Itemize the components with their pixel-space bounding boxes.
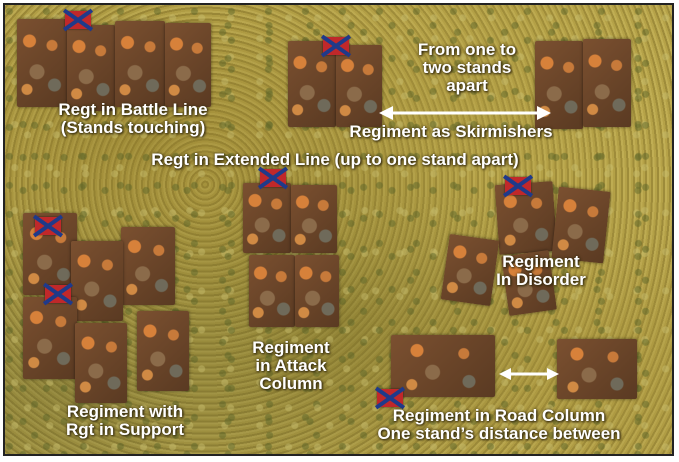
label-disorder-line1: Regiment bbox=[502, 252, 580, 271]
label-battle-line: Regt in Battle Line (Stands touching) bbox=[33, 101, 233, 137]
stand-skirmish-1 bbox=[288, 41, 336, 127]
flag-icon bbox=[377, 389, 403, 407]
stand-road-2 bbox=[557, 339, 637, 399]
stand-attack-1 bbox=[243, 183, 291, 253]
label-extended-line: Regt in Extended Line (up to one stand a… bbox=[151, 150, 519, 169]
label-road-column: Regiment in Road Column One stand’s dist… bbox=[339, 407, 659, 443]
stand-support-2 bbox=[121, 227, 175, 305]
stand-support-3 bbox=[71, 241, 123, 321]
stand-skirmish-2 bbox=[336, 45, 382, 127]
flag-icon bbox=[260, 169, 286, 187]
label-support-line1: Regiment with bbox=[66, 402, 184, 421]
flag-icon bbox=[65, 11, 91, 29]
label-road-column-line2: One stand’s distance between bbox=[377, 424, 621, 443]
stand-attack-3 bbox=[249, 255, 295, 327]
flag-icon bbox=[35, 217, 61, 235]
label-disorder-line2: In Disorder bbox=[496, 270, 586, 289]
stand-battle-line-1 bbox=[17, 19, 67, 107]
stand-support-6 bbox=[137, 311, 189, 391]
label-support: Regiment with Rgt in Support bbox=[35, 403, 215, 439]
stand-battle-line-4 bbox=[165, 23, 211, 107]
double-arrow-icon bbox=[379, 106, 551, 120]
label-skirmishers: Regiment as Skirmishers bbox=[349, 122, 553, 141]
stand-support-4 bbox=[23, 297, 77, 379]
stand-battle-line-2 bbox=[67, 25, 115, 111]
flag-icon bbox=[505, 177, 531, 195]
label-support-line2: Rgt in Support bbox=[65, 420, 185, 439]
label-stand-spacing-line3: apart bbox=[446, 76, 488, 95]
label-attack-column: Regiment in Attack Column bbox=[241, 339, 341, 393]
label-stand-spacing-line1: From one to bbox=[417, 40, 517, 59]
flag-icon bbox=[45, 285, 71, 303]
label-attack-column-line3: Column bbox=[259, 374, 323, 393]
label-road-column-line1: Regiment in Road Column bbox=[392, 406, 606, 425]
stand-support-5 bbox=[75, 323, 127, 403]
stand-attack-4 bbox=[295, 255, 339, 327]
label-stand-spacing-line2: two stands bbox=[422, 58, 512, 77]
label-battle-line-line1: Regt in Battle Line bbox=[58, 100, 208, 119]
stand-attack-2 bbox=[291, 185, 337, 253]
flag-icon bbox=[323, 37, 349, 55]
label-disorder: Regiment In Disorder bbox=[481, 253, 601, 289]
label-attack-column-line2: in Attack bbox=[255, 356, 327, 375]
stand-road-1 bbox=[391, 335, 495, 397]
label-battle-line-line2: (Stands touching) bbox=[60, 118, 206, 137]
terrain-photo: Regt in Battle Line (Stands touching) Fr… bbox=[3, 3, 674, 456]
stand-battle-line-3 bbox=[115, 21, 165, 107]
double-arrow-icon bbox=[499, 368, 559, 380]
label-attack-column-line1: Regiment bbox=[252, 338, 330, 357]
stand-skirmish-4 bbox=[583, 39, 631, 127]
label-stand-spacing: From one to two stands apart bbox=[387, 41, 547, 95]
